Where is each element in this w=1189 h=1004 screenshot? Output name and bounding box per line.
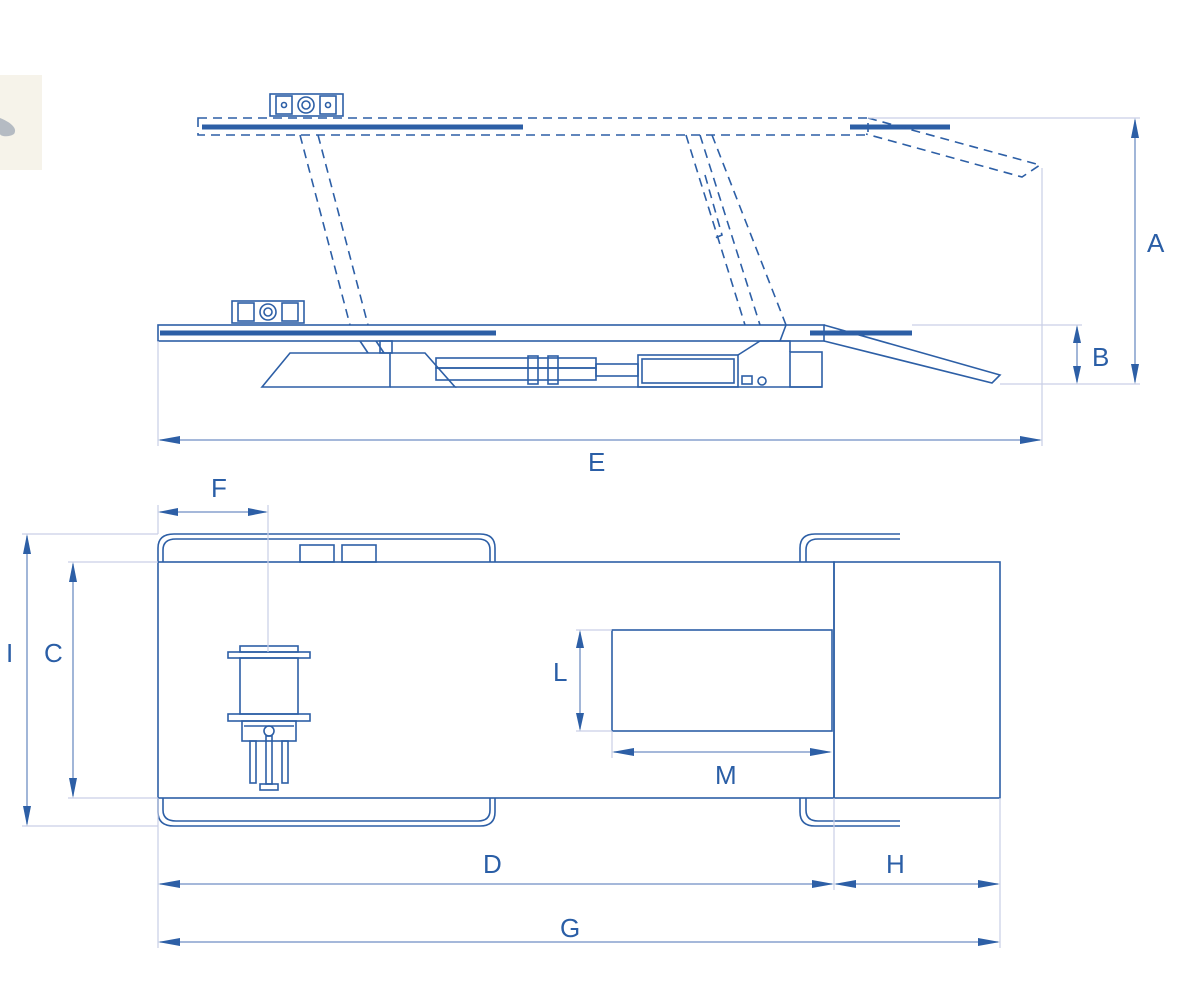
label-F: F [211, 473, 227, 503]
lowered-platform [157, 324, 1002, 384]
cropped-image-fragment [0, 75, 42, 170]
dimension-I: I [6, 533, 158, 827]
label-A: A [1147, 228, 1165, 258]
service-opening [611, 629, 833, 732]
dimension-L: L [553, 629, 612, 732]
label-I: I [6, 638, 13, 668]
dimension-B: B [912, 324, 1109, 384]
wheel-stop-lowered-icon [231, 300, 305, 324]
label-H: H [886, 849, 905, 879]
power-unit-icon [227, 645, 311, 791]
side-view: A B E [157, 93, 1165, 477]
control-box-icon [299, 544, 335, 563]
dimension-M: M [611, 731, 832, 790]
label-E: E [588, 447, 605, 477]
dimension-H: H [834, 798, 1001, 948]
ramp-section [833, 561, 1001, 799]
dimension-C: C [44, 561, 158, 799]
label-M: M [715, 760, 737, 790]
label-D: D [483, 849, 502, 879]
control-box-icon [341, 544, 377, 563]
label-C: C [44, 638, 63, 668]
dimension-A: A [868, 117, 1165, 385]
dimension-F: F [157, 473, 269, 652]
wheel-stop-raised-icon [269, 93, 344, 117]
dimension-E: E [157, 168, 1043, 477]
hydraulic-cylinder-icon [435, 324, 823, 388]
raised-platform [197, 117, 1042, 326]
label-G: G [560, 913, 580, 943]
top-view: F I C L [6, 473, 1001, 948]
dimension-D: D [157, 798, 835, 948]
label-L: L [553, 657, 567, 687]
dimension-G: G [158, 913, 1000, 946]
label-B: B [1092, 342, 1109, 372]
